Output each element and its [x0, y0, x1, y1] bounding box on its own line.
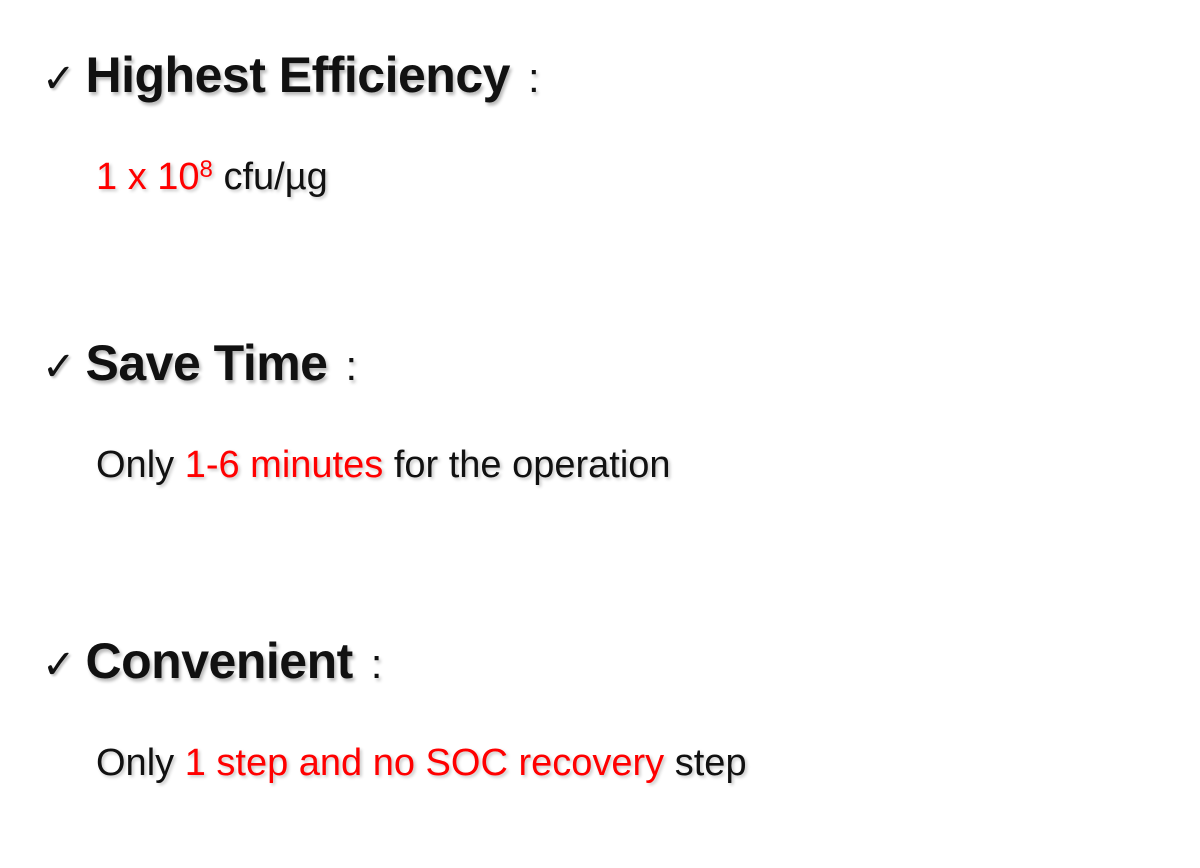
detail-prefix: Only [96, 742, 175, 784]
feature-title: Convenient [85, 633, 354, 689]
detail-prefix: Only [96, 444, 175, 486]
feature-heading-save-time: ✓ Save Time : [42, 334, 357, 392]
checkmark-icon: ✓ [42, 56, 76, 102]
feature-title: Save Time [85, 335, 328, 391]
efficiency-value: 1 x 108 [96, 156, 213, 198]
feature-detail-save-time: Only 1-6 minutes for the operation [96, 444, 671, 487]
efficiency-value-base: 1 x 10 [96, 156, 200, 198]
checkmark-icon: ✓ [42, 344, 76, 390]
feature-colon: : [527, 54, 540, 101]
checkmark-icon: ✓ [42, 642, 76, 688]
efficiency-unit: cfu/µg [223, 156, 328, 198]
feature-colon: : [370, 640, 383, 687]
feature-heading-convenient: ✓ Convenient : [42, 632, 382, 690]
feature-title: Highest Efficiency [85, 47, 511, 103]
detail-suffix: step [674, 742, 747, 784]
feature-detail-convenient: Only 1 step and no SOC recovery step [96, 742, 747, 785]
detail-highlight: 1 step and no SOC recovery [184, 742, 665, 784]
detail-suffix: for the operation [393, 444, 671, 486]
feature-colon: : [345, 342, 358, 389]
detail-highlight: 1-6 minutes [184, 444, 384, 486]
efficiency-value-exponent: 8 [199, 156, 213, 184]
feature-detail-efficiency: 1 x 108 cfu/µg [96, 156, 328, 199]
feature-heading-efficiency: ✓ Highest Efficiency : [42, 46, 540, 104]
